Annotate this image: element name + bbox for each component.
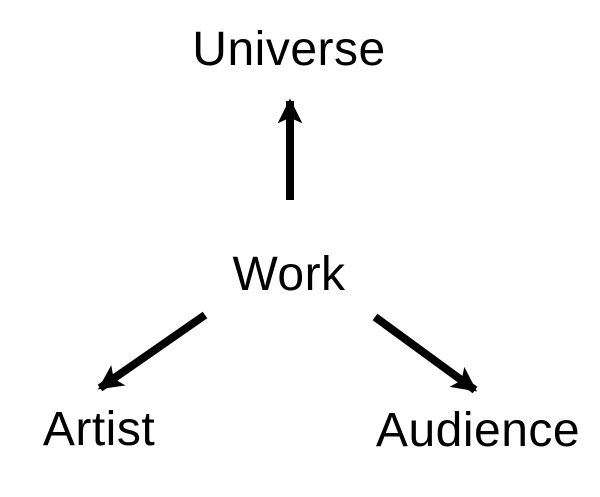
node-universe-label: Universe	[192, 23, 386, 76]
arrow-work-to-artist	[97, 311, 208, 392]
arrow-work-to-audience	[372, 313, 478, 394]
node-artist-label: Artist	[42, 403, 156, 456]
node-audience-label: Audience	[375, 404, 581, 457]
node-work-label: Work	[232, 248, 346, 301]
